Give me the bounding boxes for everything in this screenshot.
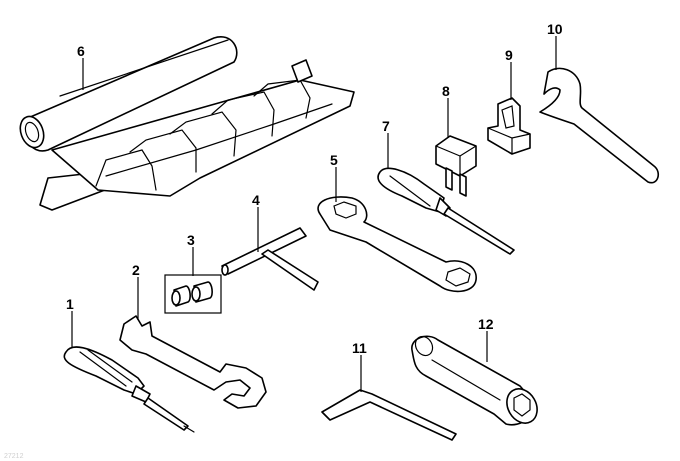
callout-7: 7 [382, 118, 390, 134]
callout-3: 3 [187, 232, 195, 248]
callout-11: 11 [352, 340, 367, 356]
part-10-hook-spanner [539, 67, 660, 184]
callout-6: 6 [77, 43, 85, 59]
callout-12: 12 [478, 316, 494, 332]
callout-4: 4 [252, 192, 260, 208]
part-8-fuse-puller [435, 135, 477, 197]
callout-9: 9 [505, 47, 513, 63]
callout-10: 10 [547, 21, 563, 37]
part-2-wrench [119, 315, 267, 409]
part-7-screwdriver [377, 167, 515, 255]
part-9-clip [487, 97, 531, 155]
callout-1: 1 [66, 296, 74, 312]
callout-5: 5 [330, 152, 338, 168]
part-3-sleeves [164, 274, 222, 314]
part-4-t-handle [221, 227, 319, 291]
callout-8: 8 [442, 83, 450, 99]
part-12-socket [411, 335, 538, 426]
callout-2: 2 [132, 262, 140, 278]
callout-labels: 1 2 3 4 5 6 7 8 9 10 11 12 [66, 21, 563, 356]
part-1-screwdriver [63, 346, 195, 433]
part-11-hex-key [321, 389, 457, 441]
part-5-box-wrench [317, 196, 477, 293]
footer-mark: 27212 [4, 453, 24, 460]
part-6-tool-roll [19, 36, 355, 211]
leader-lines [71, 36, 557, 392]
